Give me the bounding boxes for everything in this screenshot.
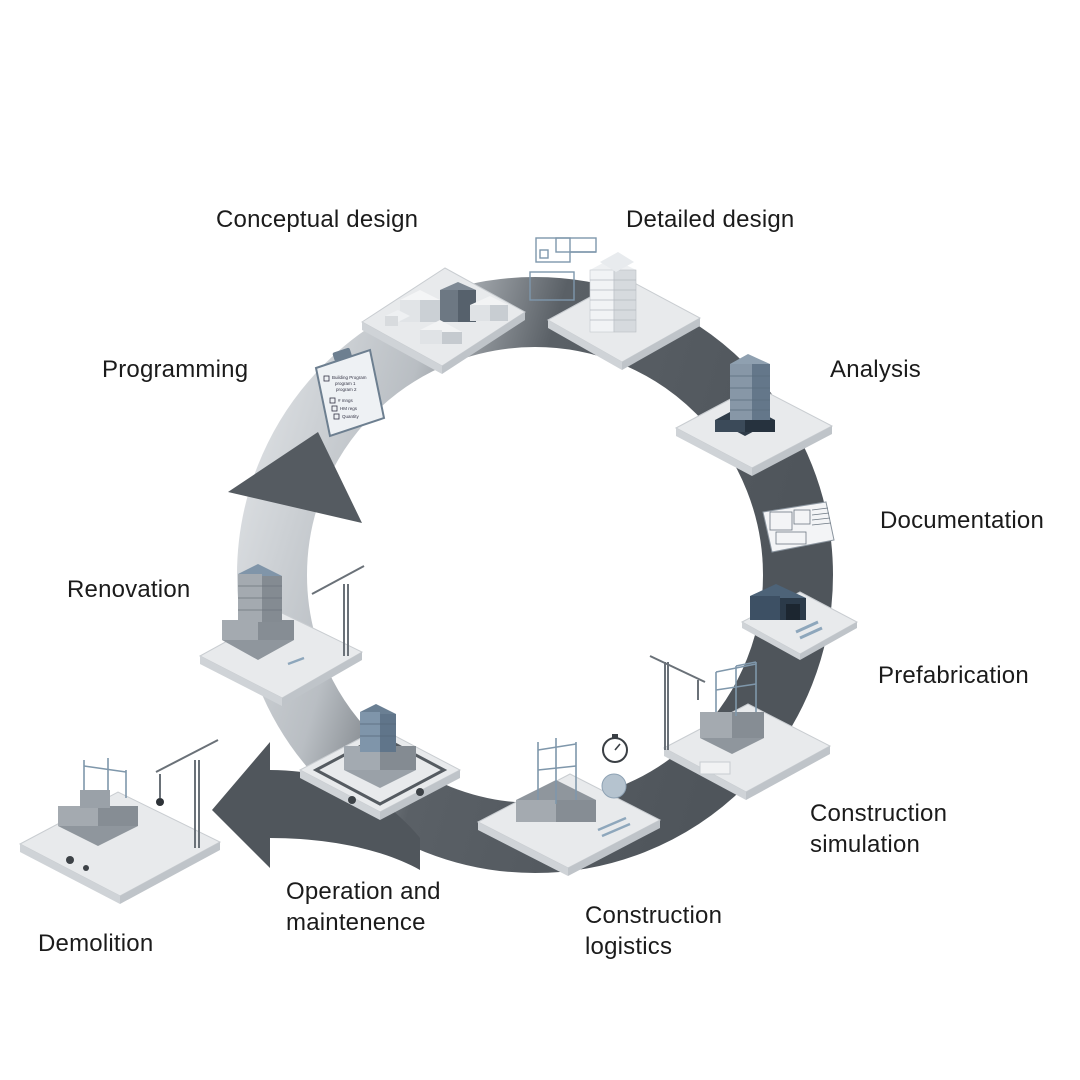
clipboard-line-3: program 2: [336, 387, 357, 392]
label-conceptual-design: Conceptual design: [216, 206, 419, 233]
label-documentation: Documentation: [880, 507, 1045, 534]
label-operation-maintenance-line-2: maintenence: [286, 909, 426, 936]
floor-plan-icon: [529, 237, 597, 301]
label-construction-logistics-line-2: logistics: [585, 933, 673, 960]
label-construction-simulation: Construction simulation: [810, 798, 947, 860]
demolition-illustration: [18, 758, 222, 904]
analysis-illustration: [674, 354, 834, 476]
clipboard-line-4: # mngs: [338, 398, 354, 403]
clipboard-icon: Building Program program 1 program 2 # m…: [314, 347, 386, 438]
clipboard-line-2: program 1: [335, 381, 356, 386]
crane-icon: [649, 655, 706, 750]
clipboard-line-5: HM regs: [340, 406, 358, 411]
operation-maintenance-illustration: [298, 704, 462, 820]
clipboard-line-1: Building Program: [332, 375, 367, 380]
stopwatch-icon: [602, 734, 628, 763]
label-prefabrication: Prefabrication: [878, 662, 1029, 689]
construction-logistics-illustration: [476, 738, 662, 876]
blueprint-icon: [762, 501, 835, 553]
detailed-design-illustration: [529, 237, 702, 370]
renovation-illustration: [198, 564, 364, 706]
crane-icon: [311, 565, 365, 656]
clipboard-line-6: Quantity: [342, 414, 360, 419]
label-operation-maintenance-line-1: Operation and: [286, 878, 441, 905]
label-detailed-design: Detailed design: [626, 206, 795, 233]
label-construction-logistics: Construction logistics: [585, 900, 722, 962]
label-analysis: Analysis: [830, 356, 921, 383]
label-renovation: Renovation: [67, 576, 191, 603]
label-construction-simulation-line-1: Construction: [810, 800, 948, 827]
prefabrication-illustration: [740, 584, 859, 660]
demolition-exit-arrow: [212, 742, 420, 870]
crane-icon: [155, 739, 219, 848]
label-construction-simulation-line-2: simulation: [810, 831, 921, 858]
label-operation-maintenance: Operation and maintenence: [286, 876, 441, 938]
label-programming: Programming: [102, 356, 249, 383]
construction-simulation-illustration: [662, 661, 832, 800]
cycle-arrowhead: [228, 432, 362, 523]
label-construction-logistics-line-1: Construction: [585, 902, 723, 929]
conceptual-design-illustration: [361, 267, 526, 374]
label-demolition: Demolition: [38, 930, 154, 957]
